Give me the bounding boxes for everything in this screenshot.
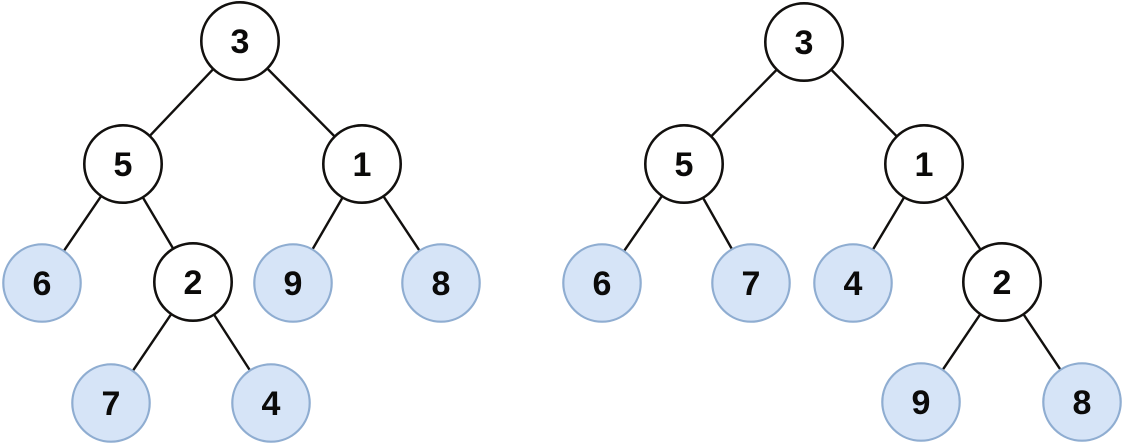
tree-node[interactable]: 8 [401,243,481,323]
node-label: 8 [432,265,451,303]
node-label: 2 [184,264,203,302]
tree-edge [311,197,344,250]
node-label: 5 [675,146,694,184]
node-label: 3 [795,24,814,62]
tree-node[interactable]: 7 [711,243,791,323]
tree-edge [710,69,778,137]
tree-node[interactable]: 1 [883,124,964,205]
tree-edge [142,197,174,249]
tree-node[interactable]: 9 [253,243,333,323]
node-circle-internal[interactable] [153,242,234,323]
tree-edge [944,196,982,250]
node-circle-leaf[interactable] [881,362,961,442]
node-circle-internal[interactable] [643,124,724,205]
node-label: 9 [284,265,303,303]
node-label: 1 [915,146,934,184]
node-label: 1 [353,146,372,184]
tree-node[interactable]: 3 [763,1,844,83]
node-label: 9 [912,384,931,422]
tree-node[interactable]: 7 [71,363,151,443]
tree-node[interactable]: 2 [961,242,1042,323]
tree-node[interactable]: 8 [1042,362,1122,442]
tree-edge [149,68,214,137]
node-circle-leaf[interactable] [253,243,333,323]
node-circle-leaf[interactable] [71,363,151,443]
tree-edge [63,195,102,252]
node-label: 7 [102,385,121,423]
tree-edge [830,69,898,137]
node-circle-leaf[interactable] [2,243,82,323]
tree-edge [623,195,663,252]
tree-edge [266,68,336,137]
node-label: 6 [593,265,612,303]
node-circle-internal[interactable] [961,242,1042,323]
tree-edge [132,313,172,372]
edges-layer [63,68,1062,372]
node-label: 8 [1073,384,1092,422]
node-label: 7 [742,265,761,303]
tree-edge [872,197,905,250]
node-circle-internal[interactable] [883,124,964,205]
tree-node[interactable]: 2 [153,242,234,323]
binary-tree-right-nodes: 3 5 1 6 7 4 2 9 8 [562,1,1122,442]
node-circle-internal[interactable] [321,124,402,205]
node-label: 5 [114,146,133,184]
node-label: 2 [993,264,1012,302]
binary-tree-left-nodes: 3 5 1 6 2 9 8 7 4 [2,0,481,443]
tree-edge [213,314,251,371]
tree-node[interactable]: 9 [881,362,961,442]
tree-node[interactable]: 1 [321,124,402,205]
tree-edge [382,196,421,251]
binary-tree-right-edges [623,69,1062,371]
node-circle-leaf[interactable] [401,243,481,323]
binary-tree-left-edges [63,68,421,372]
node-circle-leaf[interactable] [562,243,642,323]
node-label: 6 [33,265,52,303]
node-circle-leaf[interactable] [1042,362,1122,442]
node-circle-leaf[interactable] [813,243,893,323]
tree-node[interactable]: 6 [562,243,642,323]
node-label: 4 [262,385,281,423]
tree-node[interactable]: 5 [643,124,724,205]
node-label: 4 [844,265,863,303]
tree-edge [942,313,981,371]
node-circle-leaf[interactable] [711,243,791,323]
tree-node[interactable]: 5 [83,124,164,205]
tree-node[interactable]: 3 [200,0,281,82]
tree-node[interactable]: 6 [2,243,82,323]
node-circle-internal[interactable] [763,1,844,83]
tree-node[interactable]: 4 [231,363,311,443]
tree-edge [702,197,733,250]
node-circle-leaf[interactable] [231,363,311,443]
tree-node[interactable]: 4 [813,243,893,323]
node-circle-internal[interactable] [200,0,281,82]
node-label: 3 [231,23,250,61]
tree-edge [1022,314,1062,370]
node-circle-internal[interactable] [83,124,164,205]
